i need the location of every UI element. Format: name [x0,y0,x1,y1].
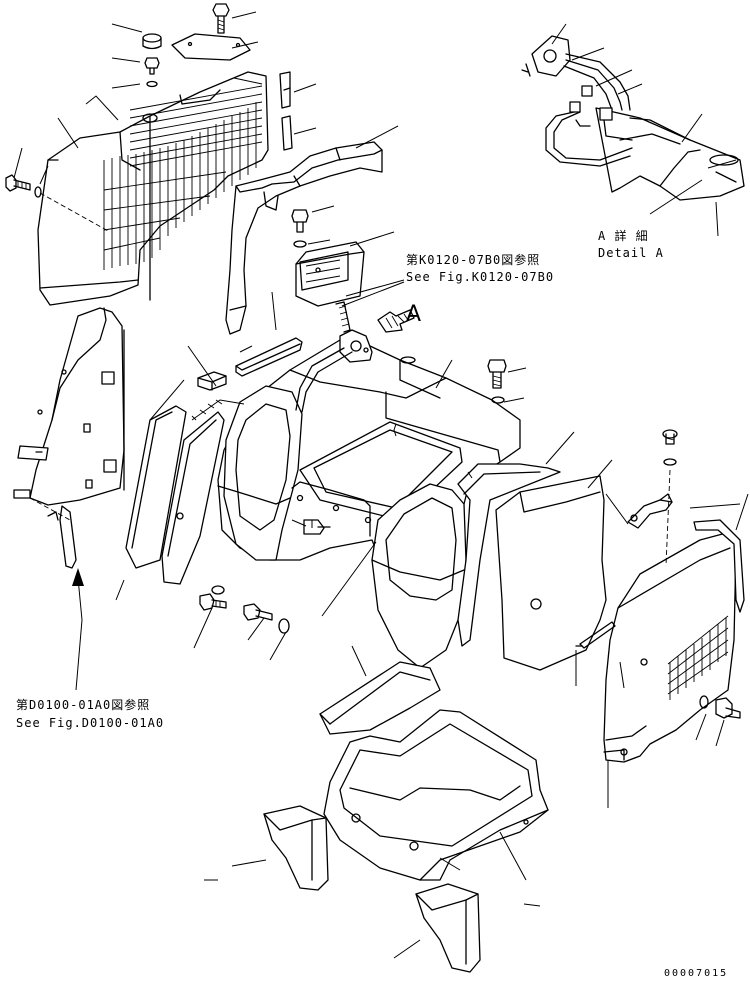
bolt-top-left-cover [212,3,230,34]
small-parts-top-center [279,71,293,151]
left-seat-stand-panel [125,399,245,585]
bolt-right-lower [699,695,741,719]
seal-strip [235,337,303,377]
bolt-washer-front-left [199,585,227,611]
right-seal-strip [693,519,745,613]
hatched-arrow-a [377,309,415,333]
reference-k0120-jp: 第K0120-07B0図参照 [406,253,541,267]
bolt-center-top [291,209,309,248]
control-box [295,241,365,333]
leader-lines [13,11,749,959]
left-side-bracket [13,307,125,569]
detail-a-harness [521,35,745,201]
right-rear-cover [603,531,737,763]
foot-block-right [415,883,481,973]
right-cover-bracket [627,493,673,529]
reference-k0120-en: See Fig.K0120-07B0 [406,270,555,284]
right-side-panel [495,475,607,671]
clip-center [303,519,331,535]
bolt-left-side [5,174,111,233]
detail-a-title-en: Detail A [598,246,664,260]
bolt-stand-right [487,359,507,404]
left-front-cover [37,71,269,306]
bolt-left-cover-2 [144,57,160,88]
pin [575,621,616,649]
reference-d0100-jp: 第D0100-01A0図参照 [16,698,151,712]
left-cover-top-plate [171,33,251,61]
bolt-right-top [662,429,678,567]
right-seat-stand-strip [457,463,561,647]
cap-plug [142,33,162,50]
foot-block-left [263,805,329,891]
detail-a-title-jp: A 詳 細 [598,229,649,243]
left-arm-cover [225,141,383,335]
seat-stand-frame [217,329,521,669]
seat-base-frame [319,661,549,881]
bolt-washer-front-right [243,603,290,634]
drawing-number: 00007015 [664,968,729,979]
view-marker-a: A [406,302,422,327]
reference-d0100-en: See Fig.D0100-01A0 [16,716,165,730]
arrow-to-k0120 [341,281,405,307]
arrow-to-d0100 [72,568,84,586]
